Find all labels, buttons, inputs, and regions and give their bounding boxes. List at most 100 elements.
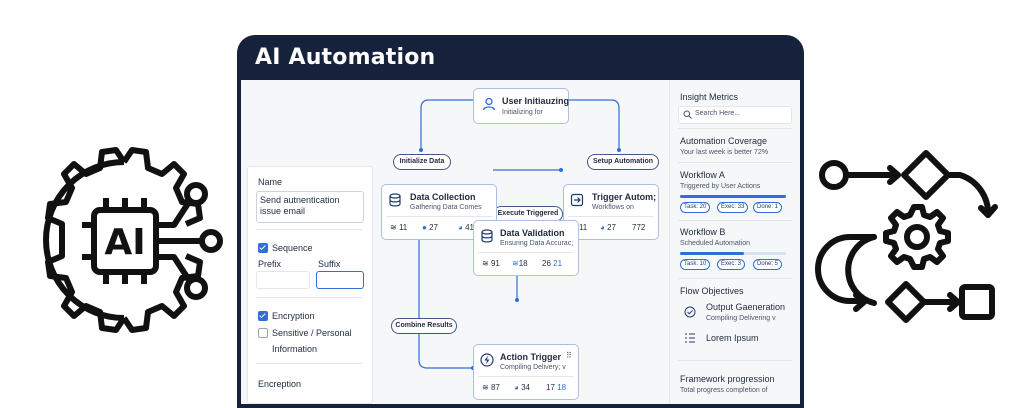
workflow-a-title: Workflow A — [680, 170, 725, 180]
stat-item: 26 21 — [542, 259, 562, 268]
data-collection-subtitle: Gathering Data Comes — [410, 204, 482, 211]
database-icon — [389, 193, 401, 207]
stat-value: 27 — [429, 223, 438, 232]
information-label: Information — [272, 344, 318, 354]
workflow-b-progress — [680, 252, 786, 255]
node-divider — [478, 376, 574, 377]
name-label: Name — [258, 177, 283, 187]
node-divider — [568, 216, 654, 217]
stat-item: ≋ 87 — [482, 383, 500, 392]
encryption-checkbox[interactable] — [258, 311, 268, 321]
metrics-divider — [678, 220, 792, 221]
prefix-label: Prefix — [258, 259, 282, 269]
stat-value: 11 — [398, 223, 408, 232]
stat-item: ◕ 27 — [600, 223, 616, 232]
data-validation-node[interactable]: Data Validation Ensuring Data Accurac; ≋… — [473, 220, 579, 276]
app-window: AI Automation Initialize Data Setup Auto… — [237, 35, 804, 408]
stat-value: 26 — [542, 259, 551, 268]
metrics-divider — [678, 162, 792, 163]
form-divider — [256, 229, 362, 230]
workflow-b-tag: Exec: 3 — [717, 259, 746, 270]
encryption-label: Encryption — [272, 311, 315, 321]
metrics-divider — [678, 278, 792, 279]
action-trigger-title: Action Trigger — [500, 352, 562, 362]
name-field[interactable]: Send autnentication issue email — [256, 191, 364, 223]
user-node[interactable]: User Initiauzing Initializing for — [473, 88, 569, 124]
stat-item: ◕ 41 — [458, 223, 474, 232]
drag-handle-icon[interactable]: ⠿ — [566, 351, 572, 360]
stat-value: 34 — [521, 383, 530, 392]
progression-title: Framework progression — [680, 374, 775, 384]
stat-value: 87 — [490, 383, 500, 392]
workflow-a-tag: Task: 20 — [680, 202, 711, 213]
workflow-b-tag: Task: 10 — [680, 259, 711, 270]
sensitive-checkbox[interactable] — [258, 328, 268, 338]
action-trigger-node[interactable]: Action Trigger Compiling Delivery; v ⠿ ≋… — [473, 344, 579, 400]
suffix-input[interactable] — [316, 271, 364, 289]
search-input[interactable]: Search Here... — [678, 106, 792, 124]
search-placeholder: Search Here... — [695, 110, 741, 117]
user-node-subtitle: Initializing for — [502, 109, 543, 116]
stat-item: ● 27 — [422, 223, 438, 232]
stat-value: 41 — [465, 223, 474, 232]
stat-value: 18 — [557, 383, 567, 392]
progress-fill — [680, 252, 744, 255]
metrics-divider — [678, 360, 792, 361]
stat-item: 772 — [632, 223, 645, 232]
properties-form: Name Send autnentication issue email Seq… — [247, 166, 373, 404]
prefix-input[interactable] — [256, 271, 310, 289]
workflow-screen: Initialize Data Setup Automation Execute… — [241, 80, 800, 404]
stat-item: ◕ 34 — [514, 383, 530, 392]
sensitive-label: Sensitive / Personal — [272, 328, 352, 338]
coverage-title: Automation Coverage — [680, 136, 768, 146]
search-icon — [683, 110, 692, 119]
stat-value: 27 — [607, 223, 616, 232]
initialize-data-pill[interactable]: Initialize Data — [393, 154, 451, 170]
sequence-label: Sequence — [272, 243, 313, 253]
stat-value: 91 — [490, 259, 500, 268]
progression-subtitle: Total progress completion of — [680, 387, 768, 394]
name-field-value: Send autnentication issue email — [260, 195, 340, 216]
data-collection-node[interactable]: Data Collection Gathering Data Comes ≋ 1… — [381, 184, 497, 240]
objective-1-subtitle: Compiling Delivering v — [706, 315, 776, 322]
metrics-divider — [678, 128, 792, 129]
stat-value: 11 — [578, 223, 588, 232]
stat-item: ≋18 — [512, 259, 528, 268]
objectives-title: Flow Objectives — [680, 286, 744, 296]
stat-item: 17 18 — [546, 383, 566, 392]
user-node-title: User Initiauzing — [502, 96, 570, 106]
check-circle-icon — [684, 306, 696, 318]
list-icon — [685, 333, 695, 343]
workflow-process-icon — [815, 150, 998, 323]
sequence-checkbox[interactable] — [258, 243, 268, 253]
workflow-a-tag: Exec: 33 — [717, 202, 749, 213]
data-validation-subtitle: Ensuring Data Accurac; — [500, 240, 574, 247]
trigger-node-subtitle: Workflows on — [592, 204, 634, 211]
node-divider — [386, 216, 492, 217]
progress-fill — [680, 195, 786, 198]
metrics-title: Insight Metrics — [680, 92, 739, 102]
workflow-a-subtitle: Triggered by User Actions — [680, 183, 761, 190]
node-divider — [478, 252, 574, 253]
form-divider — [256, 297, 362, 298]
data-validation-title: Data Validation — [500, 228, 565, 238]
stat-item: ≋ 11 — [390, 223, 408, 232]
suffix-label: Suffix — [318, 259, 341, 269]
objective-2-title: Lorem Ipsum — [706, 333, 759, 343]
insight-metrics-panel: Insight Metrics Search Here... Automatio… — [669, 80, 800, 404]
window-title: AI Automation — [255, 45, 436, 70]
ai-chip-gear-icon: AI — [43, 147, 223, 333]
stat-value: 21 — [553, 259, 563, 268]
workflow-b-tag: Done: 5 — [753, 259, 783, 270]
login-icon — [570, 193, 584, 207]
objective-1-title: Output Gaeneration — [706, 302, 786, 312]
database-icon — [481, 229, 493, 243]
stat-value: 18 — [518, 259, 528, 268]
trigger-automation-node[interactable]: Trigger Autom; Workflows on ≋ 11 ◕ 27 77… — [563, 184, 659, 240]
trigger-node-title: Trigger Autom; — [592, 192, 657, 202]
stat-value: 772 — [632, 223, 646, 232]
combine-results-pill[interactable]: Combine Results — [391, 318, 457, 334]
stat-item: ≋ 91 — [482, 259, 500, 268]
setup-automation-pill[interactable]: Setup Automation — [587, 154, 659, 170]
form-divider — [256, 363, 362, 364]
